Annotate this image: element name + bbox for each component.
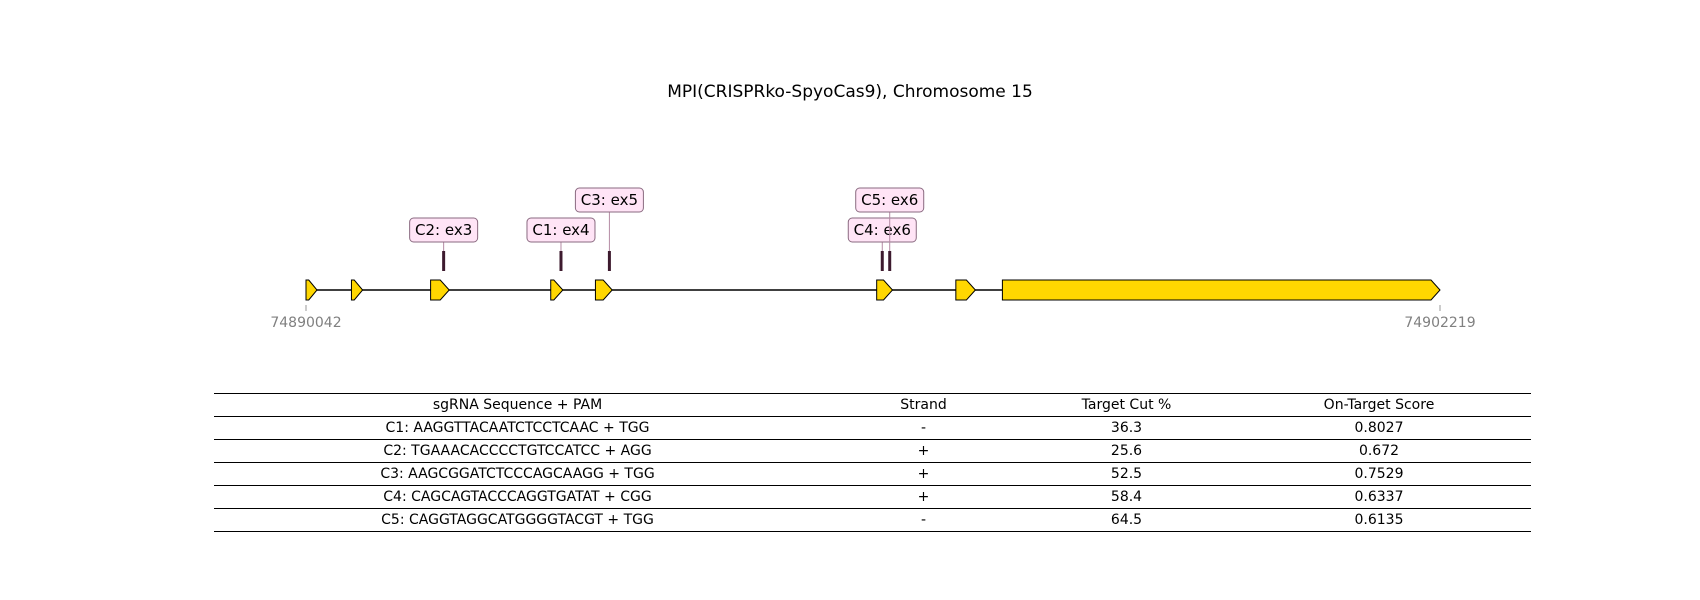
header-sequence: sgRNA Sequence + PAM	[214, 393, 821, 417]
header-strand: Strand	[821, 393, 1026, 417]
exon-7	[955, 279, 977, 301]
table-row: C5: CAGGTAGGCATGGGGTACGT + TGG - 64.5 0.…	[214, 508, 1531, 532]
header-score: On-Target Score	[1227, 393, 1531, 417]
guide-strand: +	[821, 485, 1026, 509]
guide-sequence: C5: CAGGTAGGCATGGGGTACGT + TGG	[214, 508, 821, 532]
exon-2	[350, 279, 364, 301]
guide-sequence: C4: CAGCAGTACCCAGGTGATAT + CGG	[214, 485, 821, 509]
guide-strand: -	[821, 508, 1026, 532]
guide-label-3: C3: ex5	[581, 191, 638, 209]
table-header-row: sgRNA Sequence + PAM Strand Target Cut %…	[214, 393, 1531, 417]
guide-cut: 58.4	[1026, 485, 1227, 509]
guide-sequence: C2: TGAAACACCCCTGTCCATCC + AGG	[214, 439, 821, 463]
figure-title: MPI(CRISPRko-SpyoCas9), Chromosome 15	[667, 82, 1033, 102]
exon-1	[305, 279, 318, 301]
guide-label-box-3	[574, 187, 644, 213]
guide-cut: 64.5	[1026, 508, 1227, 532]
guide-strand: +	[821, 439, 1026, 463]
guide-label-5: C5: ex6	[861, 191, 918, 209]
guide-score: 0.672	[1227, 439, 1531, 463]
end-coordinate-label: 74902219	[1404, 315, 1475, 331]
guide-score: 0.8027	[1227, 416, 1531, 440]
table-row: C4: CAGCAGTACCCAGGTGATAT + CGG + 58.4 0.…	[214, 485, 1531, 509]
guide-cut: 36.3	[1026, 416, 1227, 440]
exon-layer	[305, 279, 1441, 301]
guide-table: sgRNA Sequence + PAM Strand Target Cut %…	[214, 393, 1531, 532]
exon-5	[594, 279, 613, 301]
guide-score: 0.6135	[1227, 508, 1531, 532]
table-row: C1: AAGGTTACAATCTCCTCAAC + TGG - 36.3 0.…	[214, 416, 1531, 440]
guide-score: 0.7529	[1227, 462, 1531, 486]
guide-label-4: C4: ex6	[854, 221, 911, 239]
start-coordinate-label: 74890042	[270, 315, 341, 331]
table-row: C3: AAGCGGATCTCCCAGCAAGG + TGG + 52.5 0.…	[214, 462, 1531, 486]
guide-label-box-1	[526, 217, 596, 243]
guide-label-box-5	[855, 187, 925, 213]
exon-6	[876, 279, 894, 301]
guide-label-box-4	[847, 217, 917, 243]
guide-label-2: C2: ex3	[415, 221, 472, 239]
guide-label-box-2	[409, 217, 479, 243]
guide-cut: 25.6	[1026, 439, 1227, 463]
guide-cut: 52.5	[1026, 462, 1227, 486]
exon-4	[550, 279, 564, 301]
header-cut: Target Cut %	[1026, 393, 1227, 417]
guide-score: 0.6337	[1227, 485, 1531, 509]
guide-label-1: C1: ex4	[532, 221, 589, 239]
table-row: C2: TGAAACACCCCTGTCCATCC + AGG + 25.6 0.…	[214, 439, 1531, 463]
exon-3	[430, 279, 450, 301]
exon-8	[1001, 279, 1441, 301]
guide-sequence: C3: AAGCGGATCTCCCAGCAAGG + TGG	[214, 462, 821, 486]
guide-sequence: C1: AAGGTTACAATCTCCTCAAC + TGG	[214, 416, 821, 440]
guide-strand: +	[821, 462, 1026, 486]
guide-strand: -	[821, 416, 1026, 440]
